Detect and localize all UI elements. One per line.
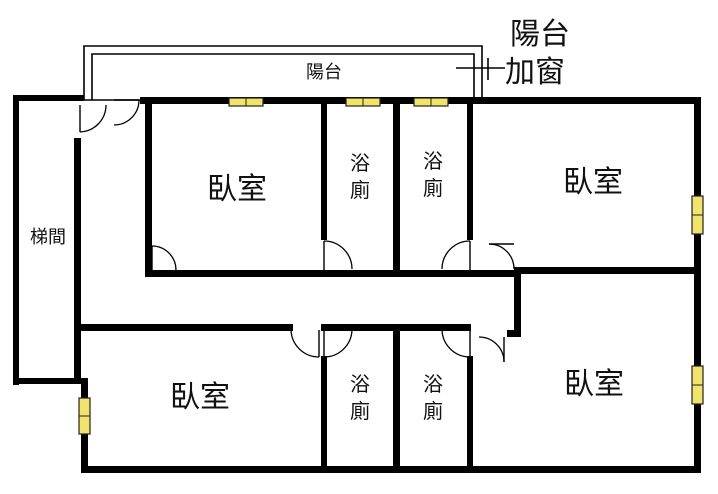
doors: [79, 99, 515, 363]
bedroom-upper-right-label: 臥室: [563, 165, 623, 200]
interior-walls: [81, 100, 521, 470]
bedroom-upper-left-label: 臥室: [207, 172, 267, 207]
bedroom-lower-left-label: 臥室: [170, 380, 230, 415]
bath-upper-2-label: 浴廁: [423, 149, 443, 200]
windows: [78, 97, 704, 435]
stairwell-label: 梯間: [30, 227, 66, 248]
bedroom-lower-right-label: 臥室: [564, 367, 624, 402]
balcony-note-line1: 陽台: [510, 17, 570, 52]
balcony-note-line2: 加窗: [505, 55, 565, 90]
outer-walls: [81, 97, 701, 473]
balcony-outline: [83, 45, 483, 101]
stairwell-walls: [13, 95, 88, 385]
note-leader: [456, 58, 505, 80]
bath-lower-2-label: 浴廁: [423, 372, 443, 423]
bath-lower-1-label: 浴廁: [350, 372, 370, 423]
bath-upper-1-label: 浴廁: [350, 151, 370, 202]
balcony-label: 陽台: [306, 62, 342, 83]
